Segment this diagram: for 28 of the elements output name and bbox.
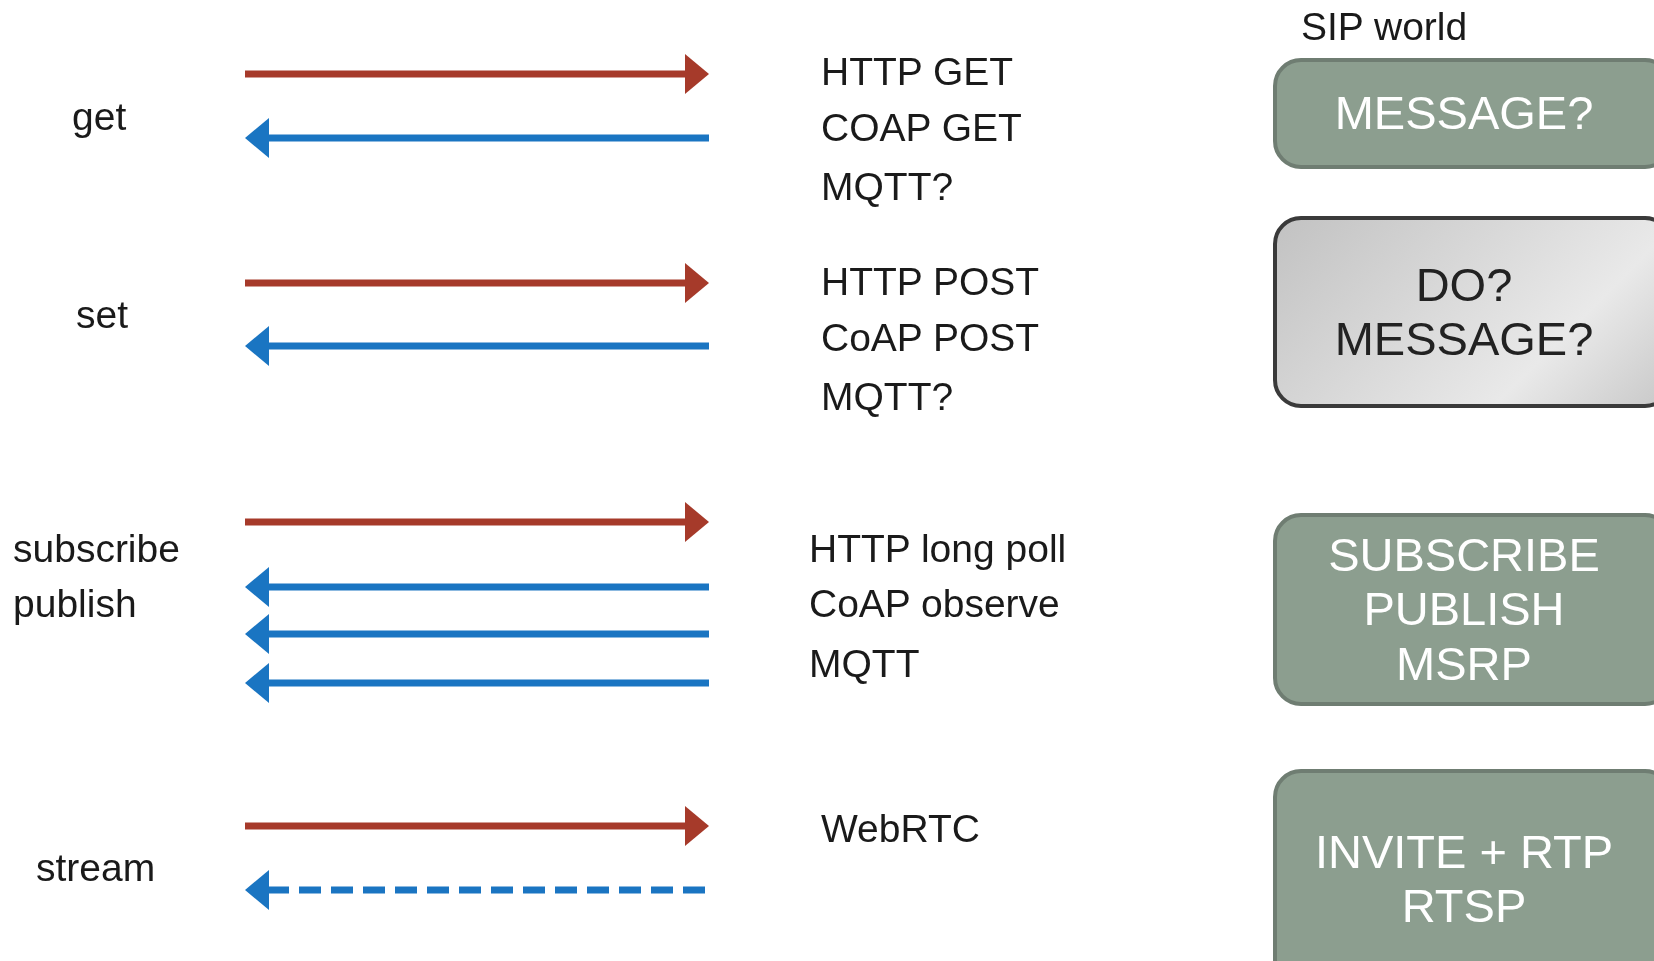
label: set (76, 294, 129, 334)
label: MQTT (809, 643, 920, 683)
label: publish (13, 583, 137, 623)
protocol-box (1273, 513, 1654, 706)
box-text: INVITE + RTP (1314, 824, 1614, 879)
label: stream (36, 847, 156, 887)
box-text: DO? (1415, 257, 1513, 312)
protocol-box (1273, 769, 1654, 961)
label: MQTT? (821, 166, 954, 206)
box-text: MESSAGE? (1334, 312, 1594, 367)
label: CoAP observe (809, 583, 1060, 623)
label: WebRTC (821, 808, 980, 848)
protocol-box (1273, 216, 1654, 408)
label: get (72, 96, 127, 136)
label: SIP world (1301, 6, 1468, 46)
label: MQTT? (821, 376, 954, 416)
box-text: SUBSCRIBE (1328, 528, 1600, 583)
box-text: MESSAGE? (1334, 86, 1594, 141)
label: CoAP POST (821, 317, 1040, 357)
box-text: RTSP (1401, 879, 1527, 934)
label: HTTP POST (821, 261, 1040, 301)
label: HTTP long poll (809, 528, 1067, 568)
label: subscribe (13, 528, 180, 568)
box-text: MSRP (1396, 636, 1532, 691)
label: HTTP GET (821, 51, 1014, 91)
protocol-box (1273, 58, 1654, 169)
label: COAP GET (821, 107, 1022, 147)
box-text: PUBLISH (1363, 582, 1565, 637)
